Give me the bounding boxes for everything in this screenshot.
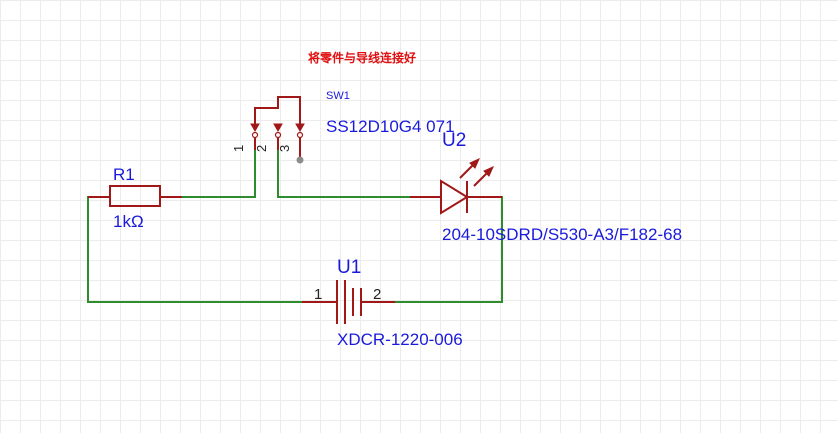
switch-contact-2 xyxy=(274,131,282,139)
resistor-designator: R1 xyxy=(113,165,135,184)
led-triangle xyxy=(440,179,469,215)
switch-sw1[interactable]: 1 2 3 SW1 SS12D10G4 071 xyxy=(231,90,455,164)
battery-pin-label-1: 1 xyxy=(314,286,322,303)
led-designator: U2 xyxy=(442,130,466,151)
switch-pin-label-3: 3 xyxy=(277,145,292,152)
led-u2[interactable]: U2 204-10SDRD/S530-A3/F182-68 xyxy=(410,130,682,244)
led-light-arrowhead-2 xyxy=(483,166,494,177)
led-light-arrow-1 xyxy=(459,163,475,179)
wires xyxy=(87,150,503,303)
switch-designator: SW1 xyxy=(326,90,350,102)
switch-contact-1 xyxy=(251,131,259,139)
wire-u2-to-u1-pin2[interactable] xyxy=(395,196,503,303)
switch-pin-label-1: 1 xyxy=(231,145,246,152)
battery-part-number: XDCR-1220-006 xyxy=(337,330,463,349)
battery-pin-label-2: 2 xyxy=(373,286,381,303)
led-light-arrowhead-1 xyxy=(469,158,480,169)
switch-arrow-pin1 xyxy=(250,123,260,133)
switch-contact-3 xyxy=(296,131,304,139)
resistor-value: 1kΩ xyxy=(113,212,144,231)
switch-arrow-pin2 xyxy=(273,123,283,133)
switch-actuator xyxy=(254,96,301,124)
resistor-r1[interactable]: R1 1kΩ xyxy=(88,165,182,231)
switch-pin-label-2: 2 xyxy=(254,145,269,152)
led-light-arrow-2 xyxy=(473,171,489,187)
battery-designator: U1 xyxy=(337,257,361,278)
switch-unconnected-pin xyxy=(296,156,304,164)
led-part-number: 204-10SDRD/S530-A3/F182-68 xyxy=(442,225,682,244)
note-label: 将零件与导线连接好 xyxy=(308,50,416,65)
switch-part-number: SS12D10G4 071 xyxy=(326,117,455,136)
wire-sw1-pin3-to-u2[interactable] xyxy=(277,150,412,198)
wire-r1-to-sw1-pin2[interactable] xyxy=(182,150,256,198)
battery-u1[interactable]: 1 2 U1 XDCR-1220-006 xyxy=(302,257,463,349)
resistor-body xyxy=(109,185,161,207)
switch-arrow-pin3 xyxy=(295,123,305,133)
